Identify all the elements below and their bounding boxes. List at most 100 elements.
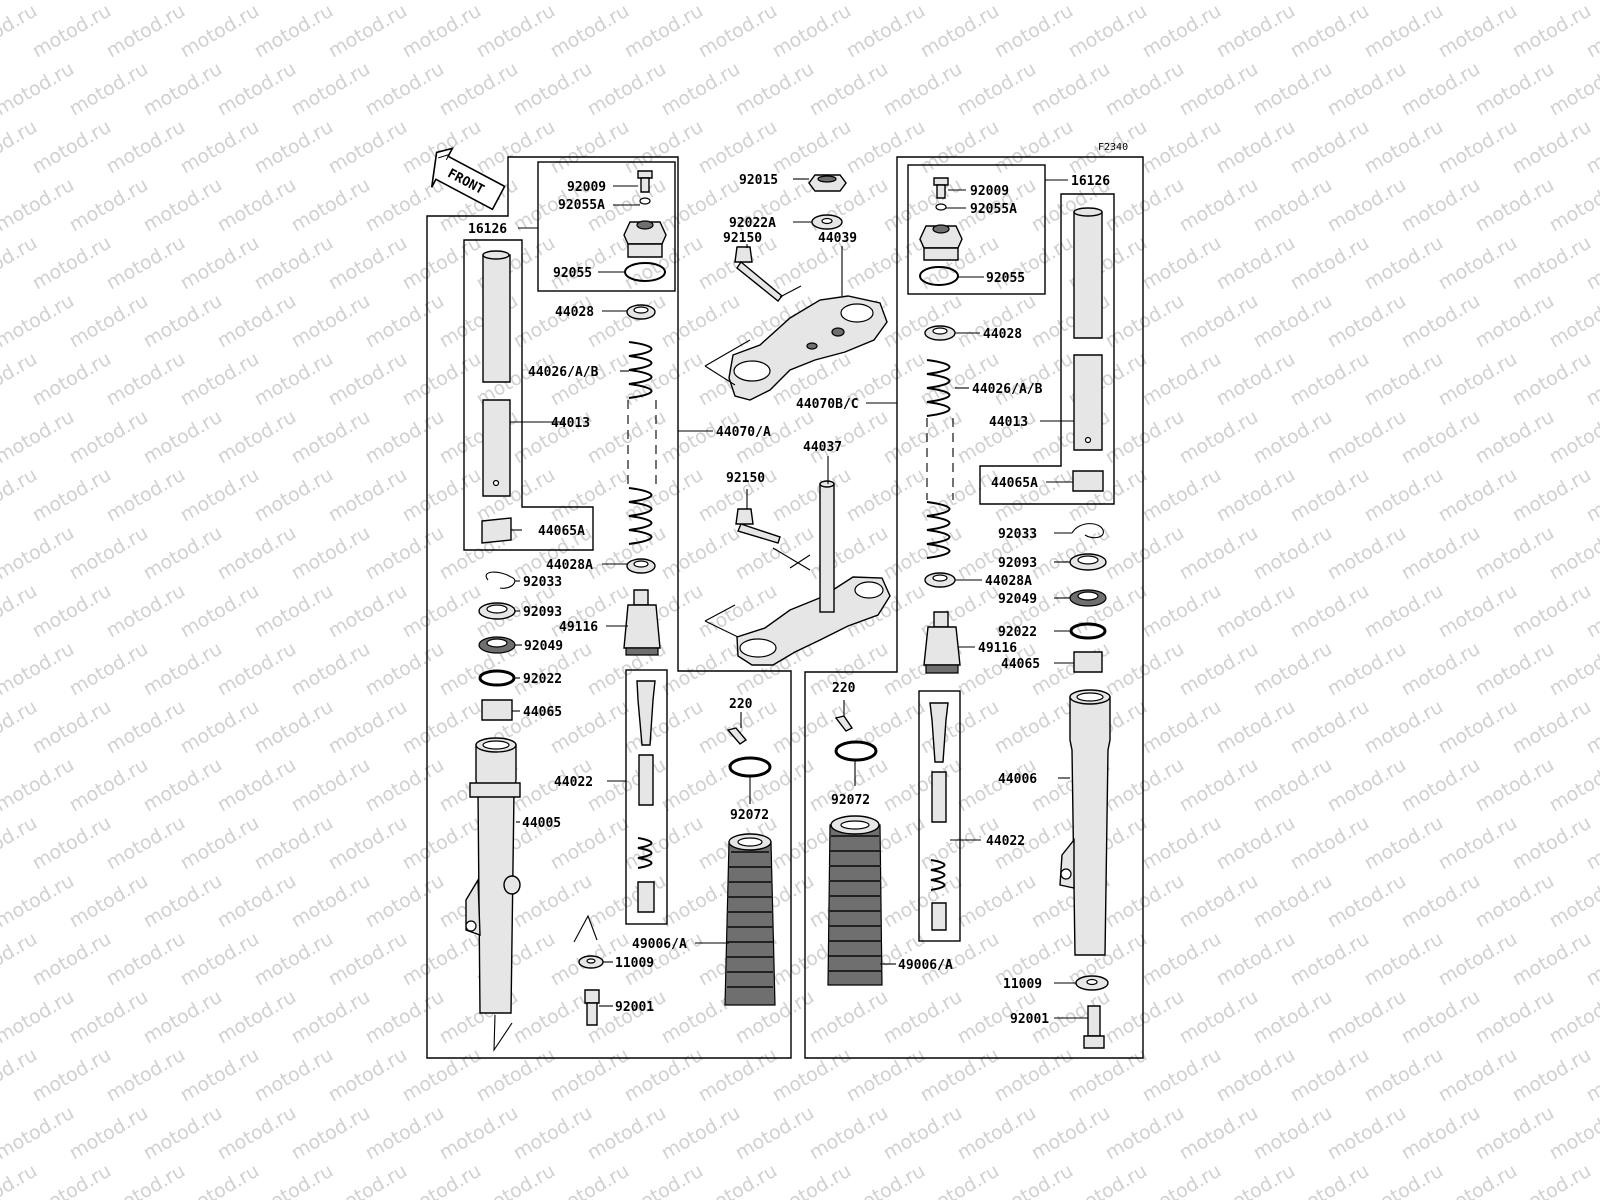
watermark-text: motod.ru [1546, 638, 1600, 701]
watermark-text: motod.ru [1509, 580, 1595, 643]
label-right-92022: 92022 [998, 625, 1037, 640]
watermark-text: motod.ru [1435, 0, 1521, 62]
watermark-text: motod.ru [177, 928, 263, 991]
label-left-92033: 92033 [523, 575, 562, 590]
watermark-text: motod.ru [1509, 232, 1595, 295]
watermark-text: motod.ru [1509, 348, 1595, 411]
watermark-text: motod.ru [1435, 928, 1521, 991]
right-cap-box [907, 164, 1046, 295]
watermark-text: motod.ru [140, 870, 226, 933]
watermark-text: motod.ru [473, 0, 559, 62]
watermark-text: motod.ru [1102, 986, 1188, 1049]
watermark-text: motod.ru [1102, 0, 1188, 4]
label-left-49116: 49116 [559, 620, 598, 635]
watermark-text: motod.ru [251, 232, 337, 295]
watermark-text: motod.ru [1435, 348, 1521, 411]
watermark-text: motod.ru [1398, 522, 1484, 585]
watermark-text: motod.ru [695, 1160, 781, 1200]
watermark-text: motod.ru [1213, 348, 1299, 411]
watermark-text: motod.ru [1361, 0, 1447, 62]
watermark-text: motod.ru [325, 232, 411, 295]
watermark-text: motod.ru [584, 522, 670, 585]
watermark-text: motod.ru [1213, 116, 1299, 179]
watermark-text: motod.ru [1435, 232, 1521, 295]
watermark-text: motod.ru [1546, 406, 1600, 469]
watermark-text: motod.ru [1250, 406, 1336, 469]
watermark-text: motod.ru [1213, 1044, 1299, 1107]
watermark-text: motod.ru [1361, 232, 1447, 295]
watermark-text: motod.ru [140, 1102, 226, 1165]
watermark-text: motod.ru [695, 0, 781, 62]
watermark-text: motod.ru [658, 0, 744, 4]
watermark-text: motod.ru [66, 1102, 152, 1165]
watermark-text: motod.ru [1324, 638, 1410, 701]
watermark-text: motod.ru [399, 232, 485, 295]
watermark-text: motod.ru [1250, 290, 1336, 353]
watermark-text: motod.ru [1472, 754, 1558, 817]
watermark-text: motod.ru [991, 0, 1077, 62]
label-left-44026: 44026/A/B [528, 365, 599, 380]
label-92150-top: 92150 [723, 231, 762, 246]
watermark-text: motod.ru [362, 58, 448, 121]
watermark-text: motod.ru [1435, 580, 1521, 643]
label-92150-mid: 92150 [726, 471, 765, 486]
watermark-text: motod.ru [177, 464, 263, 527]
right-spring-seat-44028A [924, 572, 956, 588]
watermark-text: motod.ru [362, 638, 448, 701]
watermark-text: motod.ru [399, 812, 485, 875]
watermark-text: motod.ru [917, 1044, 1003, 1107]
label-left-44028A: 44028A [546, 558, 593, 573]
watermark-text: motod.ru [103, 348, 189, 411]
watermark-text: motod.ru [1472, 986, 1558, 1049]
watermark-text: motod.ru [880, 0, 966, 4]
label-left-44013: 44013 [551, 416, 590, 431]
watermark-text: motod.ru [29, 1160, 115, 1200]
watermark-text: motod.ru [769, 0, 855, 62]
right-spring-lower [926, 501, 951, 559]
watermark-text: motod.ru [1139, 928, 1225, 991]
watermark-text: motod.ru [1287, 232, 1373, 295]
watermark-text: motod.ru [584, 290, 670, 353]
watermark-text: motod.ru [991, 696, 1077, 759]
watermark-text: motod.ru [214, 290, 300, 353]
watermark-text: motod.ru [510, 58, 596, 121]
watermark-text: motod.ru [66, 522, 152, 585]
watermark-text: motod.ru [214, 522, 300, 585]
watermark-text: motod.ru [1250, 638, 1336, 701]
watermark-text: motod.ru [1176, 754, 1262, 817]
left-spring-lower [628, 487, 653, 545]
watermark-text: motod.ru [177, 232, 263, 295]
watermark-text: motod.ru [1065, 0, 1151, 62]
watermark-text: motod.ru [1287, 580, 1373, 643]
watermark-text: motod.ru [0, 1102, 78, 1165]
watermark-text: motod.ru [621, 1044, 707, 1107]
watermark-text: motod.ru [362, 986, 448, 1049]
watermark-text: motod.ru [1398, 58, 1484, 121]
watermark-text: motod.ru [140, 58, 226, 121]
watermark-text: motod.ru [584, 406, 670, 469]
left-boot-49006 [724, 833, 776, 1006]
watermark-text: motod.ru [1472, 58, 1558, 121]
watermark-text: motod.ru [1213, 1160, 1299, 1200]
watermark-text: motod.ru [103, 116, 189, 179]
watermark-text: motod.ru [658, 638, 744, 701]
watermark-text: motod.ru [399, 1160, 485, 1200]
watermark-text: motod.ru [1546, 986, 1600, 1049]
watermark-text: motod.ru [695, 116, 781, 179]
right-seal-92049 [1069, 589, 1107, 607]
label-left-92055A: 92055A [558, 198, 605, 213]
watermark-text: motod.ru [584, 58, 670, 121]
watermark-text: motod.ru [843, 116, 929, 179]
watermark-text: motod.ru [1509, 1160, 1595, 1200]
label-right-49006: 49006/A [898, 958, 953, 973]
watermark-text: motod.ru [1398, 174, 1484, 237]
watermark-text: motod.ru [1546, 754, 1600, 817]
watermark-text: motod.ru [399, 348, 485, 411]
watermark-text: motod.ru [991, 464, 1077, 527]
watermark-text: motod.ru [1361, 116, 1447, 179]
left-bushing-44065A [481, 517, 512, 544]
label-44039: 44039 [818, 231, 857, 246]
left-fork-frame [426, 156, 792, 1059]
watermark-text: motod.ru [806, 58, 892, 121]
watermark-text: motod.ru [732, 58, 818, 121]
